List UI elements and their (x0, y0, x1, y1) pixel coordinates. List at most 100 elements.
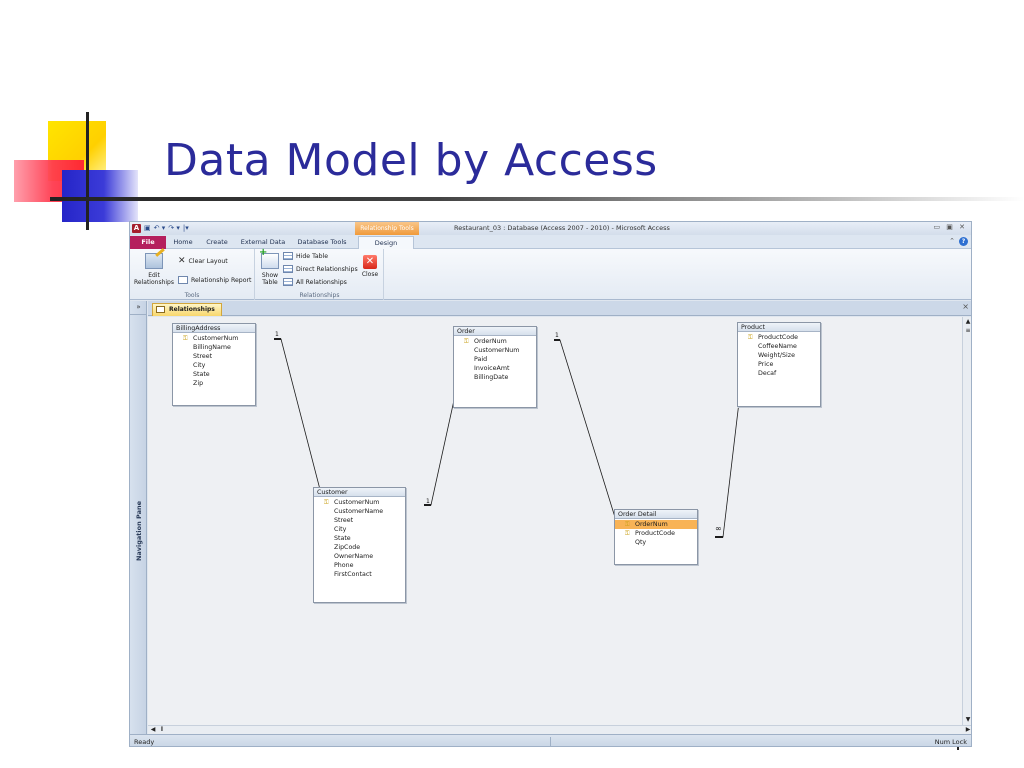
field-list: ⚿CustomerNum BillingName Street City Sta… (173, 333, 255, 388)
horizontal-scrollbar[interactable]: ◀ ⦀ ▶ (148, 725, 971, 734)
scroll-down-icon[interactable]: ▼ (965, 716, 971, 723)
field[interactable]: InvoiceAmt (474, 365, 510, 372)
table-title[interactable]: Order (454, 327, 536, 336)
field[interactable]: FirstContact (334, 571, 372, 578)
scroll-right-icon[interactable]: ▶ (965, 726, 971, 733)
field[interactable]: City (334, 526, 347, 533)
direct-relationships-label: Direct Relationships (296, 265, 358, 273)
field[interactable]: State (193, 371, 210, 378)
decor-blue-bar (62, 170, 138, 222)
tab-home[interactable]: Home (173, 238, 193, 246)
close-relationships-button[interactable]: ✕ Close (359, 255, 381, 278)
primary-key-icon: ⚿ (464, 338, 469, 345)
field[interactable]: Qty (635, 539, 647, 546)
relationships-icon (156, 306, 165, 313)
field-key[interactable]: ⚿OrderNum (464, 338, 507, 345)
navigation-pane[interactable]: » Navigation Pane (130, 301, 147, 734)
undo-icon[interactable]: ↶ ▾ (153, 224, 166, 232)
relationship-report-label: Relationship Report (191, 276, 252, 284)
status-divider (550, 737, 551, 746)
field-key[interactable]: ⚿ProductCode (748, 334, 799, 341)
window-controls-icon[interactable]: ▭ ▣ ✕ (933, 223, 967, 231)
table-product[interactable]: Product ⚿ProductCode CoffeeName Weight/S… (737, 322, 821, 407)
field[interactable]: ZipCode (334, 544, 361, 551)
field[interactable]: Street (334, 517, 354, 524)
table-order-detail[interactable]: Order Detail ⚿OrderNum ⚿ProductCode Qty (614, 509, 698, 565)
close-icon: ✕ (363, 255, 377, 269)
access-logo-icon[interactable]: A (132, 224, 141, 233)
all-relationships-icon (283, 278, 293, 286)
field[interactable]: Zip (193, 380, 204, 387)
table-title[interactable]: Order Detail (615, 510, 697, 519)
field[interactable]: Street (193, 353, 213, 360)
tab-design[interactable]: Design (358, 236, 414, 249)
redo-icon[interactable]: ↷ ▾ (168, 224, 180, 232)
relationship-report-button[interactable]: Relationship Report (178, 276, 251, 284)
customize-toolbar-icon[interactable]: |▾ (182, 224, 189, 232)
field[interactable]: BillingDate (474, 374, 509, 381)
context-tab-relationship-tools: Relationship Tools (355, 222, 419, 235)
show-table-button[interactable]: Show Table (258, 249, 282, 286)
field-list: ⚿CustomerNum CustomerName Street City St… (314, 497, 405, 579)
table-title[interactable]: BillingAddress (173, 324, 255, 333)
cardinality-one-billing: 1 (275, 331, 279, 338)
primary-key-icon: ⚿ (625, 530, 630, 537)
hide-table-button[interactable]: Hide Table (283, 252, 328, 260)
hide-table-icon (283, 252, 293, 260)
tab-create[interactable]: Create (206, 238, 228, 246)
minimize-ribbon-icon[interactable]: ⌃ (949, 237, 955, 245)
field[interactable]: Price (758, 361, 774, 368)
close-document-icon[interactable]: × (962, 302, 969, 311)
scroll-up-icon[interactable]: ▲ (965, 318, 971, 325)
decor-horizontal-rule (50, 197, 1024, 201)
field[interactable]: CustomerName (334, 508, 384, 515)
field[interactable]: Decaf (758, 370, 777, 377)
primary-key-icon: ⚿ (324, 499, 329, 506)
field[interactable]: City (193, 362, 206, 369)
navigation-pane-toggle[interactable]: » (130, 303, 147, 315)
field[interactable]: Paid (474, 356, 488, 363)
quick-access-toolbar: A ▣ ↶ ▾ ↷ ▾ |▾ (132, 224, 189, 233)
field[interactable]: CustomerNum (474, 347, 520, 354)
status-bar: Ready Num Lock (130, 734, 971, 746)
field[interactable]: OwnerName (334, 553, 374, 560)
scroll-left-icon[interactable]: ◀ (150, 726, 156, 733)
tab-external-data[interactable]: External Data (240, 238, 286, 246)
edit-relationships-button[interactable]: Edit Relationships (132, 253, 176, 286)
clear-layout-icon: ✕ (178, 256, 186, 266)
field[interactable]: CoffeeName (758, 343, 797, 350)
save-icon[interactable]: ▣ (144, 224, 151, 232)
all-relationships-button[interactable]: All Relationships (283, 278, 347, 286)
relationships-canvas[interactable]: 1 1 1 ∞ 1 ∞ ∞ 1 BillingAddress ⚿Customer… (148, 317, 962, 725)
field-key[interactable]: ⚿ProductCode (625, 530, 676, 537)
clear-layout-button[interactable]: ✕ Clear Layout (178, 257, 228, 266)
field[interactable]: Phone (334, 562, 354, 569)
help-icon[interactable]: ? (959, 237, 968, 246)
table-title[interactable]: Customer (314, 488, 405, 497)
tab-database-tools[interactable]: Database Tools (297, 238, 347, 246)
show-table-icon (259, 249, 279, 269)
tab-relationships[interactable]: Relationships (152, 303, 222, 316)
relationship-line-billing-customer (274, 338, 332, 506)
group-relationships: Show Table Hide Table Direct Relationshi… (256, 249, 384, 300)
hide-table-label: Hide Table (296, 252, 329, 260)
scroll-hthumb-icon[interactable]: ⦀ (160, 726, 164, 733)
field[interactable]: Weight/Size (758, 352, 795, 359)
table-customer[interactable]: Customer ⚿CustomerNum CustomerName Stree… (313, 487, 406, 603)
report-icon (178, 276, 188, 284)
field[interactable]: State (334, 535, 351, 542)
field-key[interactable]: ⚿CustomerNum (324, 499, 380, 506)
window-title: Restaurant_03 : Database (Access 2007 - … (454, 224, 670, 232)
tab-file[interactable]: File (130, 236, 166, 249)
direct-relationships-button[interactable]: Direct Relationships (283, 265, 358, 273)
vertical-scrollbar[interactable]: ▲ ≡ ▼ (962, 317, 971, 725)
field[interactable]: BillingName (193, 344, 231, 351)
table-order[interactable]: Order ⚿OrderNum CustomerNum Paid Invoice… (453, 326, 537, 408)
scroll-thumb-icon[interactable]: ≡ (965, 327, 971, 334)
edit-relationships-icon (145, 253, 163, 269)
table-billing-address[interactable]: BillingAddress ⚿CustomerNum BillingName … (172, 323, 256, 406)
field-key[interactable]: ⚿CustomerNum (183, 335, 239, 342)
group-label-tools: Tools (184, 292, 200, 299)
table-title[interactable]: Product (738, 323, 820, 332)
field-key-selected[interactable]: ⚿OrderNum (615, 520, 697, 529)
